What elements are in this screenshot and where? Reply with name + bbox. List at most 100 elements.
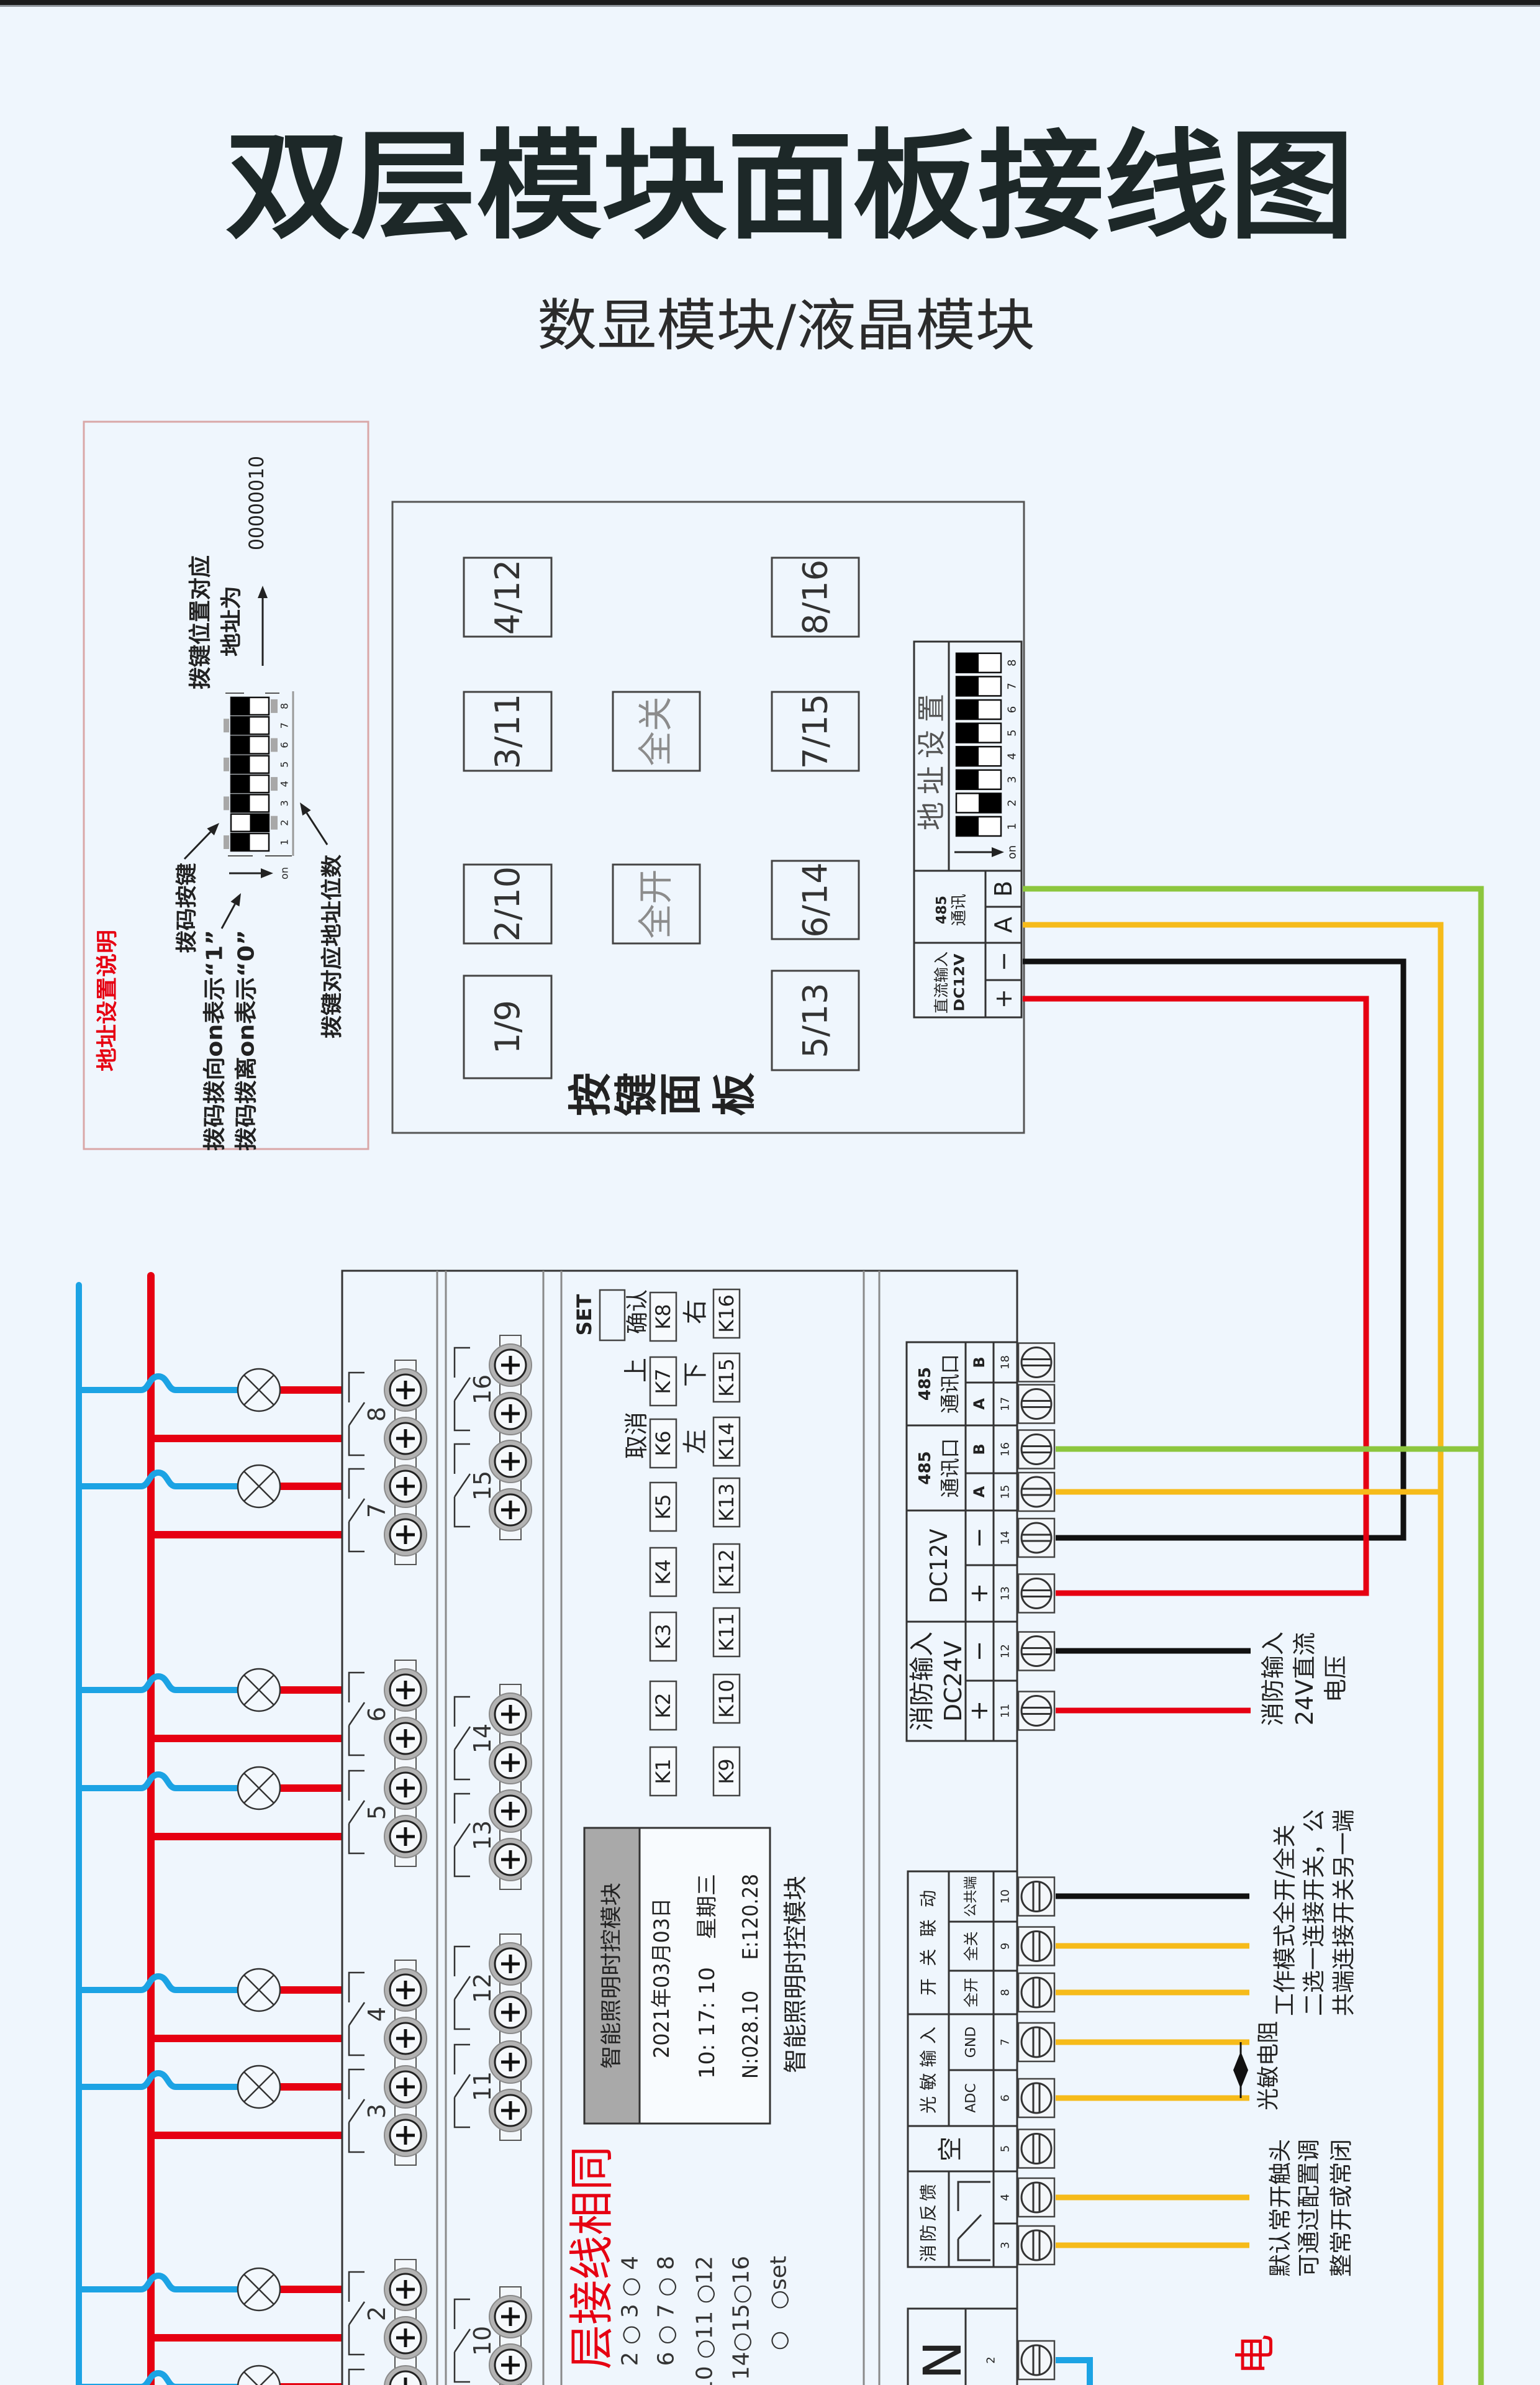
arrow-to-bit-number: [300, 802, 328, 845]
lamp-icon: [237, 2065, 281, 2109]
dip-on-label: on: [279, 867, 291, 879]
key-label: K15: [715, 1358, 738, 1397]
key-frame: [649, 1356, 677, 1407]
key-matrix: K8K7K6K5K4K3K2K1K16K15K14K13K12K11K10K9S…: [573, 1288, 741, 1797]
key-button-label: 5/13: [796, 983, 835, 1058]
dip-tab: [271, 815, 278, 830]
lamp-cross: [243, 1374, 274, 1406]
relay-contact: 16: [453, 1347, 496, 1432]
dip-tab: [224, 719, 229, 733]
key-frame: [712, 1543, 741, 1594]
key-label: K5: [651, 1494, 675, 1519]
screw-terminal: [384, 1465, 427, 1508]
rs485-a-wire: [1023, 922, 1444, 2385]
dip-number: 6: [279, 742, 291, 748]
terminal-housing: [1017, 2225, 1056, 2266]
screw-terminal-icon: [1017, 1691, 1056, 1731]
key-panel-title-char: 键: [611, 1073, 662, 1116]
screw-terminal-icon: [1017, 2078, 1056, 2119]
key-k8: K8: [649, 1291, 677, 1342]
terminal-number: 4: [999, 2194, 1012, 2201]
relay-contact: 8: [348, 1371, 391, 1456]
key-k16: K16: [712, 1288, 741, 1339]
screw-terminal: [489, 1741, 532, 1784]
arrow-shaft: [183, 831, 212, 860]
terminal-screw: [1020, 2229, 1053, 2261]
arrow-head: [207, 823, 219, 835]
relay-contact: 14: [453, 1696, 496, 1781]
key-button-label: 1/9: [488, 1000, 527, 1054]
module-frame: [341, 1270, 1018, 2385]
key-function-up: 上: [622, 1358, 651, 1383]
key-button-label: 6/14: [796, 862, 835, 937]
relay-contact: 13: [453, 1792, 496, 1878]
dip-number: 8: [1006, 660, 1019, 666]
dip-lever-off: [956, 770, 979, 789]
dip-key-label: 拨码按键: [174, 863, 199, 953]
screw-terminal: [489, 1440, 532, 1483]
on-means-one-text: 拨码拨向on表示“1”: [202, 930, 228, 1151]
terminal-group-label: 通讯口: [938, 1354, 962, 1414]
lamp-icon: [237, 1766, 281, 1810]
address-value: 00000010: [245, 456, 268, 550]
key-panel-dip-switch: 8: [955, 652, 1019, 674]
terminal-number: 8: [999, 1989, 1012, 1996]
key-panel-dip-switch: 2: [955, 793, 1019, 814]
arrow-to-on-side: [220, 893, 241, 929]
relay-contact: 12: [453, 1945, 496, 2030]
dip-lever-off: [231, 794, 250, 812]
relay-contact-symbol: [453, 1347, 471, 1432]
lamp-cross: [243, 1974, 274, 2006]
key-button-label: 全开: [636, 870, 677, 939]
terminal-row: 3: [999, 2225, 1056, 2266]
key-button-frame: [463, 691, 553, 772]
key-panel-button: 全关: [612, 691, 701, 772]
key-panel-button: 4/12: [463, 556, 553, 638]
relay-number: 11: [469, 2071, 496, 2101]
terminal-strip: [489, 1684, 532, 1890]
terminal-housing: [1017, 1471, 1056, 1512]
key-panel-terminal-label: +: [990, 989, 1017, 1009]
terminal-sign: +: [965, 1583, 994, 1604]
relay-contact-symbol: [453, 1945, 471, 2030]
screw-terminal-icon: [1017, 1342, 1056, 1383]
relay-contact: 10: [453, 2298, 496, 2383]
neutral-label: N: [912, 2341, 973, 2380]
terminal-sign: −: [965, 1527, 994, 1548]
screw-terminal: [489, 1343, 532, 1387]
lamp-icon: [237, 1968, 281, 2012]
neutral-wire: [79, 1771, 238, 1791]
fire-input-note: 24V直流: [1291, 1632, 1318, 1725]
screw-terminal: [489, 2295, 532, 2338]
key-panel-button: 全开: [612, 863, 701, 945]
key-frame: [712, 1607, 741, 1658]
terminal-strip: [489, 1933, 532, 2141]
relay-contact: 2: [348, 2271, 391, 2356]
terminal-sign: 全开: [962, 1978, 980, 2007]
screw-terminal: [384, 1417, 427, 1460]
photoresistor-icon: [1233, 2042, 1248, 2098]
key-label: K13: [715, 1483, 738, 1522]
key-panel-button: 2/10: [463, 863, 553, 945]
address-note-title: 地址设置说明: [95, 930, 120, 1071]
key-frame: [649, 1291, 677, 1342]
dip-number: 7: [1006, 683, 1019, 689]
lighting-circuit: [79, 1766, 342, 1840]
key-label: K4: [651, 1559, 675, 1584]
screw-terminal: [384, 2268, 427, 2311]
key-function-left: 左: [681, 1429, 710, 1454]
page-subtitle: 数显模块/液晶模块: [537, 293, 1035, 358]
lamp-cross: [243, 2274, 274, 2305]
terminal-number: 17: [999, 1397, 1012, 1411]
indicator-row: 2 ○ 3 ○ 4: [618, 2256, 643, 2366]
terminal-group-label: DC24V: [940, 1641, 967, 1722]
terminal-row: 4: [999, 2177, 1056, 2218]
terminal-row: 5: [999, 2128, 1056, 2169]
screw-terminal: [384, 2365, 427, 2385]
address-note-dip-switch: 6: [230, 735, 291, 755]
key-k5: K5: [649, 1481, 677, 1532]
key-label: K3: [651, 1624, 675, 1649]
key-panel-title-char: 按: [565, 1073, 616, 1116]
